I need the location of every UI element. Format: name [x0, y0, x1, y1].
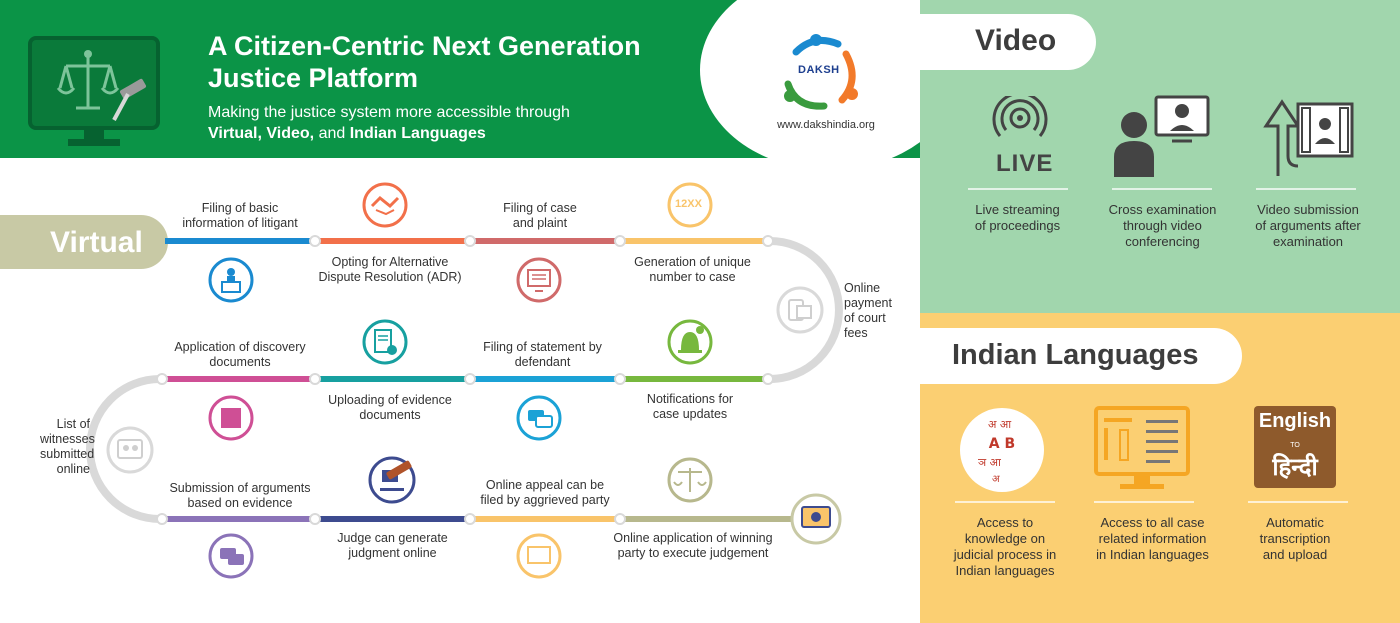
witness-list-icon	[106, 426, 154, 474]
subtitle-virtual: Virtual	[208, 125, 258, 142]
scales-icon	[667, 457, 713, 503]
divider-video-1	[968, 188, 1068, 190]
virtual-title: Virtual	[50, 226, 143, 259]
svg-text:अ: अ	[992, 474, 1000, 485]
hindi-word: हिन्दी	[1272, 453, 1318, 481]
live-stream-icon	[992, 96, 1048, 137]
daksh-logo	[784, 34, 858, 110]
timeline-curve-right	[769, 237, 843, 383]
divider-lang-3	[1248, 501, 1348, 503]
timeline-track	[86, 182, 843, 579]
divider-video-2	[1112, 188, 1212, 190]
page-subtitle-line2: Virtual, Video, and Indian Languages	[208, 125, 486, 142]
handshake-icon	[362, 182, 408, 228]
virtual-section-pill	[0, 215, 168, 269]
gavel-icon	[368, 456, 416, 504]
appeal-icon	[516, 533, 562, 579]
page-subtitle: Making the justice system more accessibl…	[208, 104, 570, 121]
to-word: TO	[1290, 442, 1300, 449]
arguments-icon	[208, 533, 254, 579]
video-title: Video	[975, 24, 1057, 57]
svg-text:अ आ: अ आ	[988, 418, 1012, 431]
justice-monitor-icon	[28, 36, 160, 146]
divider-lang-2	[1094, 501, 1194, 503]
subtitle-video: Video,	[266, 125, 315, 142]
litigant-icon	[208, 257, 254, 303]
video-pill	[920, 14, 1096, 70]
case-number-icon-label: 12XX	[675, 198, 702, 210]
video-submission-icon	[1263, 99, 1354, 176]
divider-video-3	[1256, 188, 1356, 190]
discovery-icon	[208, 395, 254, 441]
divider-lang-1	[955, 501, 1055, 503]
case-information-monitor-icon	[1094, 406, 1190, 489]
multilingual-icon: A B अ आ ञ आ अ	[960, 408, 1044, 492]
logo-text: DAKSH	[798, 64, 840, 76]
judgement-execution-icon	[790, 493, 842, 545]
page-title: A Citizen-Centric Next Generation	[208, 31, 641, 61]
case-filing-icon	[516, 257, 562, 303]
subtitle-languages: Indian Languages	[349, 125, 486, 142]
subtitle-and: and	[318, 125, 346, 142]
logo-url[interactable]: www.dakshindia.org	[777, 119, 875, 131]
document-upload-icon	[362, 319, 408, 365]
timeline-curve-left	[86, 375, 161, 523]
english-word: English	[1258, 410, 1332, 432]
header-curve	[700, 0, 920, 158]
chat-icon	[516, 395, 562, 441]
case-number-icon	[667, 182, 713, 228]
page-title-line2: Justice Platform	[208, 63, 419, 93]
transcription-icon	[1254, 406, 1336, 488]
svg-text:A B: A B	[989, 436, 1015, 452]
payment-icon	[776, 286, 824, 334]
live-text: LIVE	[996, 150, 1054, 177]
video-conference-icon	[1114, 95, 1210, 177]
languages-title: Indian Languages	[952, 339, 1199, 371]
languages-pill	[920, 328, 1242, 384]
bell-icon	[667, 319, 713, 365]
svg-text:ञ आ: ञ आ	[978, 456, 1002, 469]
